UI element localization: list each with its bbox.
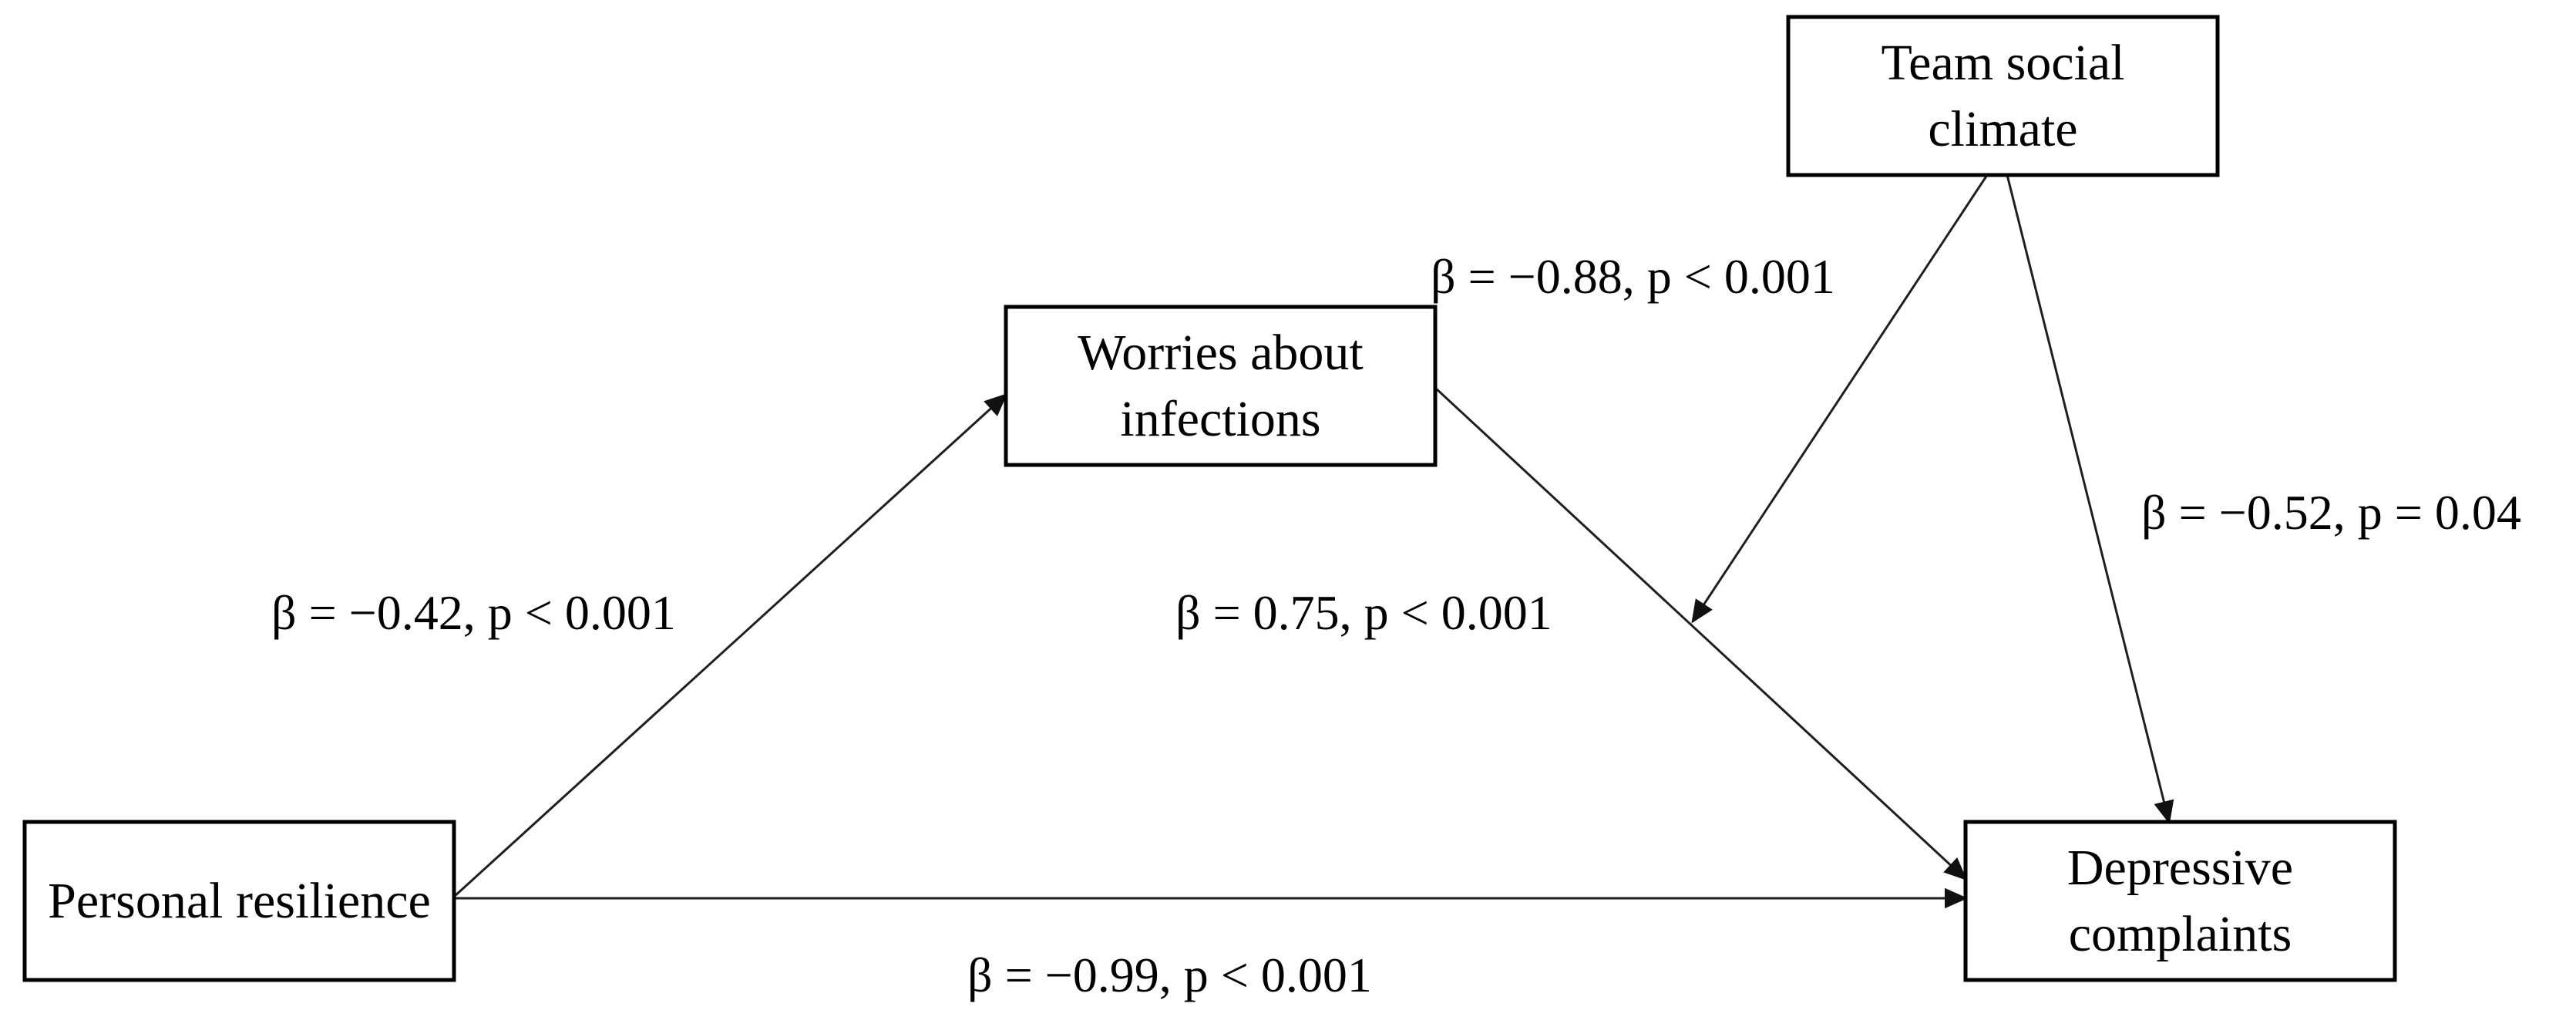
edge-label-team-to-depressive-wrap: β = −0.52, p = 0.04 — [2141, 485, 2521, 540]
node-label-team-social-climate: Team social climate — [1881, 34, 2125, 157]
node-label-depressive-complaints: Depressive complaints — [2067, 839, 2294, 962]
node-depressive-complaints: Depressive complaints — [2067, 839, 2294, 962]
edge-label-worries-to-depressive: β = 0.75, p < 0.001 — [1175, 585, 1552, 640]
edge-label-pr-to-worries-wrap: β = −0.42, p < 0.001 — [271, 585, 676, 640]
arrow-team-to-mediation-path — [1691, 174, 1989, 624]
edge-label-team-to-depressive: β = −0.52, p = 0.04 — [2141, 485, 2521, 540]
edge-label-team-to-mediation-path-wrap: β = −0.88, p < 0.001 — [1431, 249, 1835, 304]
edge-label-worries-to-depressive-wrap: β = 0.75, p < 0.001 — [1175, 585, 1552, 640]
node-box-depressive-complaints — [1963, 820, 2397, 982]
edge-label-pr-to-worries: β = −0.42, p < 0.001 — [271, 585, 676, 640]
arrow-worries-to-depressive — [1434, 386, 1968, 881]
node-label-worries-about-infections: Worries about infections — [1078, 324, 1364, 447]
node-box-personal-resilience — [22, 820, 456, 982]
edge-label-team-to-mediation-path: β = −0.88, p < 0.001 — [1431, 249, 1835, 304]
arrow-team-to-depressive — [2006, 174, 2174, 824]
node-box-worries-about-infections — [1004, 305, 1438, 467]
node-worries-about-infections: Worries about infections — [1078, 324, 1364, 447]
edge-label-pr-to-depressive: β = −0.99, p < 0.001 — [967, 948, 1372, 1002]
arrow-pr-to-worries — [452, 392, 1008, 898]
node-personal-resilience: Personal resilience — [48, 872, 431, 929]
edge-label-pr-to-depressive-wrap: β = −0.99, p < 0.001 — [967, 948, 1372, 1002]
node-team-social-climate: Team social climate — [1881, 34, 2125, 157]
node-box-team-social-climate — [1786, 15, 2220, 177]
node-label-personal-resilience: Personal resilience — [48, 872, 431, 929]
